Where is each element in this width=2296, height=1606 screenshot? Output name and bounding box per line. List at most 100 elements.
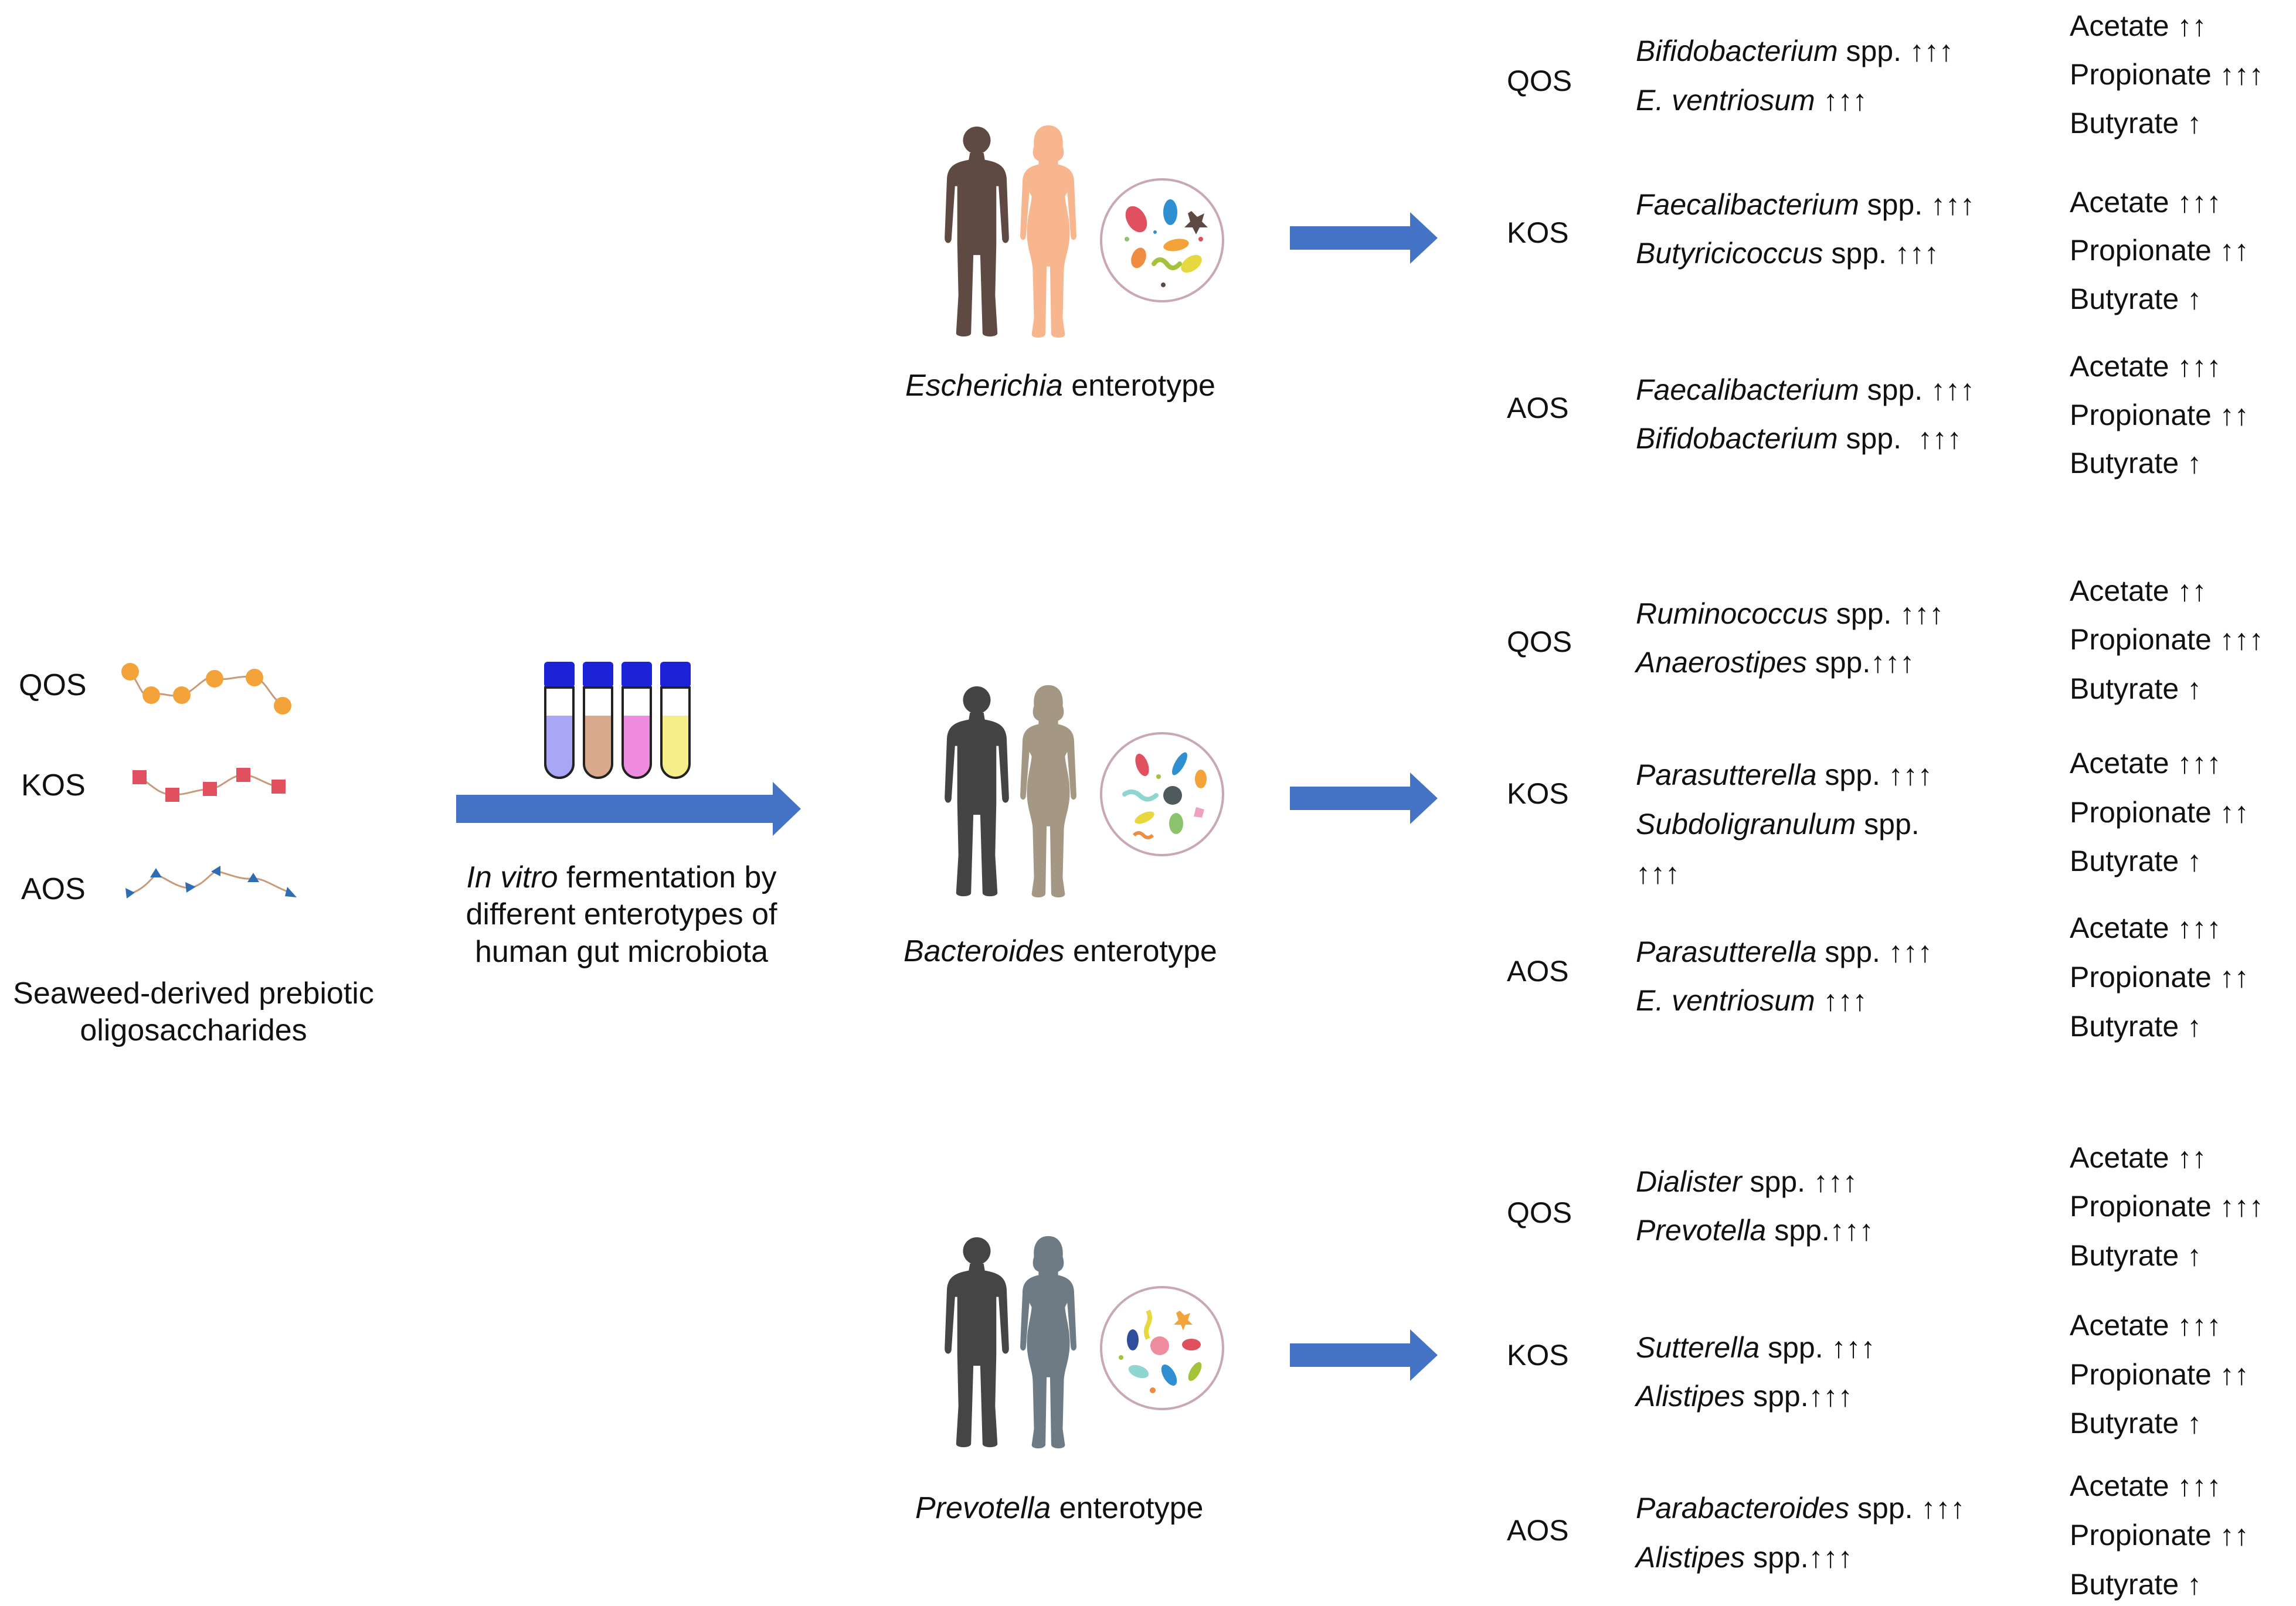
- qos-oligo-chain-icon: [121, 663, 291, 714]
- species-entry: ↑↑↑: [1636, 859, 1680, 888]
- species-entry: Bifidobacterium spp. ↑↑↑: [1636, 424, 1962, 453]
- tube-3: [621, 662, 652, 779]
- species-change: spp. ↑↑↑: [1816, 935, 1932, 968]
- species-entry: Bifidobacterium spp. ↑↑↑: [1636, 36, 1954, 66]
- kos-label: KOS: [21, 768, 86, 802]
- species-name: Alistipes: [1636, 1541, 1745, 1574]
- species-entry: E. ventriosum ↑↑↑: [1636, 86, 1867, 115]
- species-change: spp.↑↑↑: [1745, 1380, 1853, 1413]
- scfa-entry: Propionate ↑↑↑: [2070, 623, 2264, 656]
- species-entry: Prevotella spp.↑↑↑: [1636, 1216, 1874, 1245]
- bacteroides-arrow-icon: [1290, 773, 1438, 824]
- bacteroides-male-figure-icon: [938, 683, 1015, 901]
- species-entry: Ruminococcus spp. ↑↑↑: [1636, 599, 1944, 628]
- scfa-entry: Butyrate ↑: [2070, 1407, 2202, 1440]
- scfa-entry: Butyrate ↑: [2070, 283, 2202, 315]
- species-change: spp. ↑↑↑: [1859, 373, 1975, 406]
- escherichia-male-figure-icon: [938, 123, 1015, 341]
- species-change: spp. ↑↑↑: [1828, 597, 1944, 630]
- bacteroides-name-rest: enterotype: [1064, 934, 1217, 968]
- species-name: Parasutterella: [1636, 758, 1817, 791]
- escherichia-name-italic: Escherichia: [905, 369, 1063, 403]
- species-change: spp.↑↑↑: [1745, 1541, 1853, 1574]
- scfa-entry: Propionate ↑↑↑: [2070, 1190, 2264, 1223]
- species-name: Prevotella: [1636, 1214, 1767, 1247]
- scfa-entry: Propionate ↑↑: [2070, 1358, 2249, 1391]
- species-change: spp. ↑↑↑: [1816, 758, 1932, 791]
- species-name: Faecalibacterium: [1636, 373, 1859, 406]
- oligo-row-label: AOS: [1507, 955, 1569, 988]
- oligo-row-label: KOS: [1507, 777, 1569, 810]
- species-name: Bifidobacterium: [1636, 422, 1838, 455]
- species-entry: Faecalibacterium spp. ↑↑↑: [1636, 375, 1975, 404]
- species-entry: Parasutterella spp. ↑↑↑: [1636, 760, 1932, 790]
- prevotella-microbiota-icon: [1100, 1286, 1224, 1410]
- species-change: spp.↑↑↑: [1766, 1214, 1874, 1247]
- species-name: Bifidobacterium: [1636, 35, 1838, 67]
- qos-label: QOS: [19, 668, 87, 702]
- species-name: Ruminococcus: [1636, 597, 1828, 630]
- species-change: spp. ↑↑↑: [1760, 1331, 1876, 1364]
- scfa-entry: Propionate ↑↑: [2070, 796, 2249, 829]
- bacteroides-name-italic: Bacteroides: [904, 934, 1065, 968]
- species-name: Anaerostipes: [1636, 646, 1807, 679]
- species-entry: Butyricicoccus spp. ↑↑↑: [1636, 239, 1939, 268]
- scfa-entry: Acetate ↑↑: [2070, 9, 2207, 42]
- species-entry: Sutterella spp. ↑↑↑: [1636, 1333, 1876, 1362]
- escherichia-arrow-icon: [1290, 212, 1438, 264]
- species-name: Subdoligranulum: [1636, 808, 1856, 841]
- species-change: spp. ↑↑↑: [1849, 1492, 1965, 1525]
- bacteroides-female-figure-icon: [1017, 683, 1080, 901]
- species-change: spp. ↑↑↑: [1859, 188, 1975, 221]
- scfa-entry: Propionate ↑↑: [2070, 399, 2249, 431]
- scfa-entry: Butyrate ↑: [2070, 447, 2202, 479]
- species-change: spp. ↑↑↑: [1823, 237, 1939, 270]
- oligo-row-label: QOS: [1507, 64, 1572, 97]
- scfa-entry: Acetate ↑↑↑: [2070, 1469, 2222, 1502]
- species-name: Parabacteroides: [1636, 1492, 1850, 1525]
- species-entry: Anaerostipes spp.↑↑↑: [1636, 648, 1914, 677]
- species-name: Parasutterella: [1636, 935, 1817, 968]
- oligo-caption-line1: Seaweed-derived prebiotic: [13, 976, 374, 1010]
- tube-2: [583, 662, 613, 779]
- fermentation-caption-italic: In vitro: [466, 860, 558, 894]
- bacteroides-enterotype-label: Bacteroides enterotype: [904, 936, 1217, 967]
- species-entry: Subdoligranulum spp.: [1636, 809, 1920, 839]
- scfa-entry: Acetate ↑↑↑: [2070, 350, 2222, 383]
- species-entry: E. ventriosum ↑↑↑: [1636, 986, 1867, 1015]
- fermentation-caption: In vitro fermentation by different enter…: [422, 859, 821, 971]
- species-name: E. ventriosum: [1636, 84, 1815, 117]
- tube-1: [544, 662, 575, 779]
- main-flow-arrow-icon: [456, 782, 801, 836]
- escherichia-microbiota-icon: [1100, 178, 1224, 302]
- scfa-entry: Acetate ↑↑↑: [2070, 747, 2222, 780]
- scfa-entry: Butyrate ↑: [2070, 845, 2202, 877]
- scfa-entry: Acetate ↑↑: [2070, 574, 2207, 607]
- scfa-entry: Propionate ↑↑↑: [2070, 58, 2264, 91]
- oligo-row-label: QOS: [1507, 1196, 1572, 1229]
- species-change: ↑↑↑: [1815, 984, 1867, 1017]
- tube-4: [660, 662, 691, 779]
- prevotella-male-figure-icon: [938, 1234, 1015, 1452]
- scfa-entry: Propionate ↑↑: [2070, 961, 2249, 993]
- kos-oligo-chain-icon: [133, 768, 286, 802]
- oligo-row-label: AOS: [1507, 1514, 1569, 1547]
- scfa-entry: Acetate ↑↑↑: [2070, 1309, 2222, 1342]
- prevotella-name-rest: enterotype: [1051, 1491, 1204, 1525]
- species-change: spp.: [1856, 808, 1920, 841]
- oligo-row-label: AOS: [1507, 392, 1569, 424]
- oligo-row-label: QOS: [1507, 625, 1572, 658]
- species-name: Alistipes: [1636, 1380, 1745, 1413]
- scfa-entry: Butyrate ↑: [2070, 1568, 2202, 1601]
- species-change: ↑↑↑: [1636, 857, 1680, 890]
- oligo-caption-line2: oligosaccharides: [80, 1013, 307, 1048]
- species-change: ↑↑↑: [1815, 84, 1867, 117]
- species-entry: Faecalibacterium spp. ↑↑↑: [1636, 190, 1975, 219]
- fermentation-caption-line2: different enterotypes of: [466, 897, 777, 932]
- aos-oligo-chain-icon: [125, 866, 297, 899]
- prevotella-name-italic: Prevotella: [915, 1491, 1051, 1525]
- scfa-entry: Butyrate ↑: [2070, 1010, 2202, 1043]
- species-name: Sutterella: [1636, 1331, 1760, 1364]
- escherichia-female-figure-icon: [1017, 123, 1080, 341]
- species-name: E. ventriosum: [1636, 984, 1815, 1017]
